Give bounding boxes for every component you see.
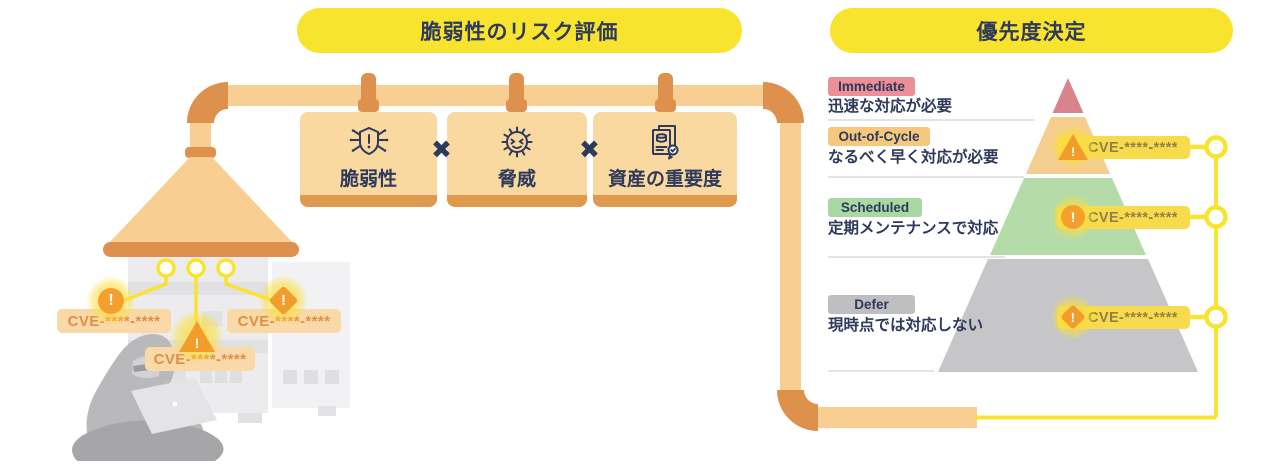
divider [828, 256, 1005, 258]
pyramid-layer-immediate [1052, 78, 1084, 113]
priority-description: 定期メンテナンスで対応 [828, 220, 999, 237]
factor-box-vulnerability: 脆弱性 [300, 112, 437, 207]
asset-importance-document-icon [652, 125, 679, 160]
wire-port-icons [156, 258, 236, 278]
exclamation-diamond-icon: ! [268, 285, 298, 315]
priority-badge-defer: Defer [828, 295, 915, 314]
factor-label: 脅威 [497, 169, 536, 190]
factor-label: 脆弱性 [339, 169, 397, 190]
priority-description: 現時点では対応しない [828, 317, 984, 334]
factor-box-threat: 脅威 [447, 112, 587, 207]
laptop-logo-icon [172, 401, 178, 407]
vulnerability-shield-bug-icon [349, 126, 388, 156]
divider [828, 119, 1035, 121]
pipe-illustration [187, 82, 977, 431]
divider [828, 176, 1024, 178]
factor-label: 資産の重要度 [607, 169, 722, 190]
divider [828, 370, 934, 372]
factor-box-bar [593, 195, 737, 207]
exclamation-circle-icon: ! [98, 288, 124, 314]
priority-badge-immediate: Immediate [828, 77, 915, 96]
section-title-risk-assessment: 脆弱性のリスク評価 [297, 8, 742, 53]
multiply-icon: ✖ [431, 136, 452, 164]
routing-node-icon [1204, 205, 1228, 229]
exclamation-diamond-icon: ! [1060, 304, 1086, 330]
priority-routing [975, 135, 1228, 420]
priority-badge-out-of-cycle: Out-of-Cycle [828, 127, 930, 146]
routing-node-icon [1204, 305, 1228, 329]
multiply-icon: ✖ [579, 136, 600, 164]
priority-description: なるべく早く対応が必要 [828, 149, 999, 166]
exclamation-circle-icon: ! [1061, 205, 1085, 229]
funnel-illustration [103, 147, 299, 257]
priority-badge-scheduled: Scheduled [828, 198, 922, 217]
factor-box-bar [447, 195, 587, 207]
section-title-priority: 優先度決定 [830, 8, 1233, 53]
routing-node-icon [1204, 135, 1228, 159]
threat-virus-icon [501, 126, 533, 158]
priority-description: 迅速な対応が必要 [828, 98, 953, 115]
factor-box-asset-importance: 資産の重要度 [593, 112, 737, 207]
factor-box-bar [300, 195, 437, 207]
hanger-tabs [358, 73, 676, 112]
